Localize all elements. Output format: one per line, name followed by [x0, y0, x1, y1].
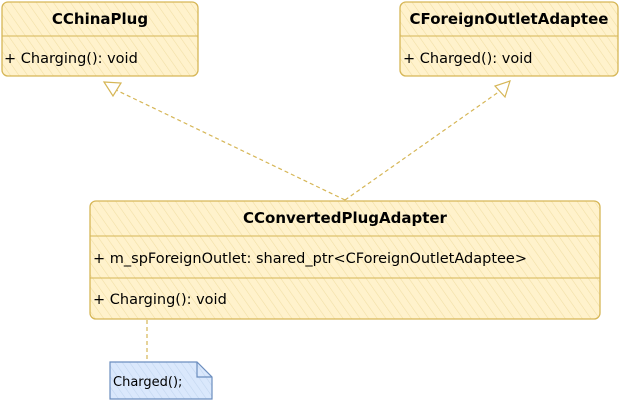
class-title: CConvertedPlugAdapter	[243, 209, 448, 227]
class-title: CForeignOutletAdaptee	[410, 10, 609, 28]
realization-line-to-cforeignoutletadaptee[interactable]	[344, 90, 501, 201]
note-folded-corner	[196, 362, 212, 378]
note[interactable]: Charged();	[109, 361, 213, 400]
class-cchinaplug[interactable]: CChinaPlug + Charging(): void	[1, 1, 199, 77]
note-border	[109, 361, 213, 400]
class-method: + Charged(): void	[403, 51, 533, 67]
realization-arrowhead-cchinaplug	[102, 81, 123, 98]
class-title: CChinaPlug	[52, 10, 148, 28]
class-method: + Charging(): void	[93, 292, 227, 308]
class-border	[399, 1, 619, 77]
class-cforeignoutletadaptee[interactable]: CForeignOutletAdaptee + Charged(): void	[399, 1, 619, 77]
class-border	[1, 1, 199, 77]
realization-line-to-cchinaplug[interactable]	[115, 89, 346, 201]
class-attribute: + m_spForeignOutlet: shared_ptr<CForeign…	[93, 251, 527, 267]
class-border	[89, 200, 601, 320]
note-text: Charged();	[113, 375, 182, 390]
realization-arrowhead-cforeignoutletadaptee	[493, 80, 511, 99]
class-method: + Charging(): void	[4, 51, 138, 67]
realization-connectors	[102, 80, 511, 362]
class-cconvertedplugadapter[interactable]: CConvertedPlugAdapter + m_spForeignOutle…	[89, 200, 601, 320]
